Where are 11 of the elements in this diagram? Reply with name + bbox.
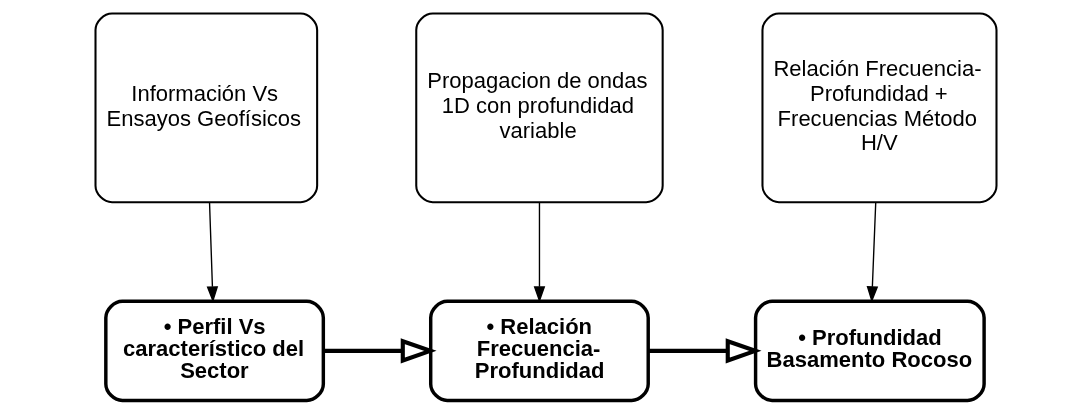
- arrow: [323, 338, 437, 364]
- arrow: [533, 202, 546, 303]
- node-box: Relación Frecuencia-Profundidad + Frecuencias Método H/V: [761, 12, 998, 204]
- arrow: [648, 338, 762, 364]
- node-box: Propagacion de ondas 1D con profundidad variable: [415, 12, 664, 204]
- node-box: Información Vs Ensayos Geofísicos: [94, 12, 319, 204]
- arrow: [866, 202, 879, 303]
- node-box: • Profundidad Basamento Rocoso: [753, 299, 986, 403]
- arrow: [206, 202, 219, 303]
- node-box: • Perfil Vs característico del Sector: [104, 299, 326, 403]
- node-box: • Relación Frecuencia-Profundidad: [429, 299, 650, 403]
